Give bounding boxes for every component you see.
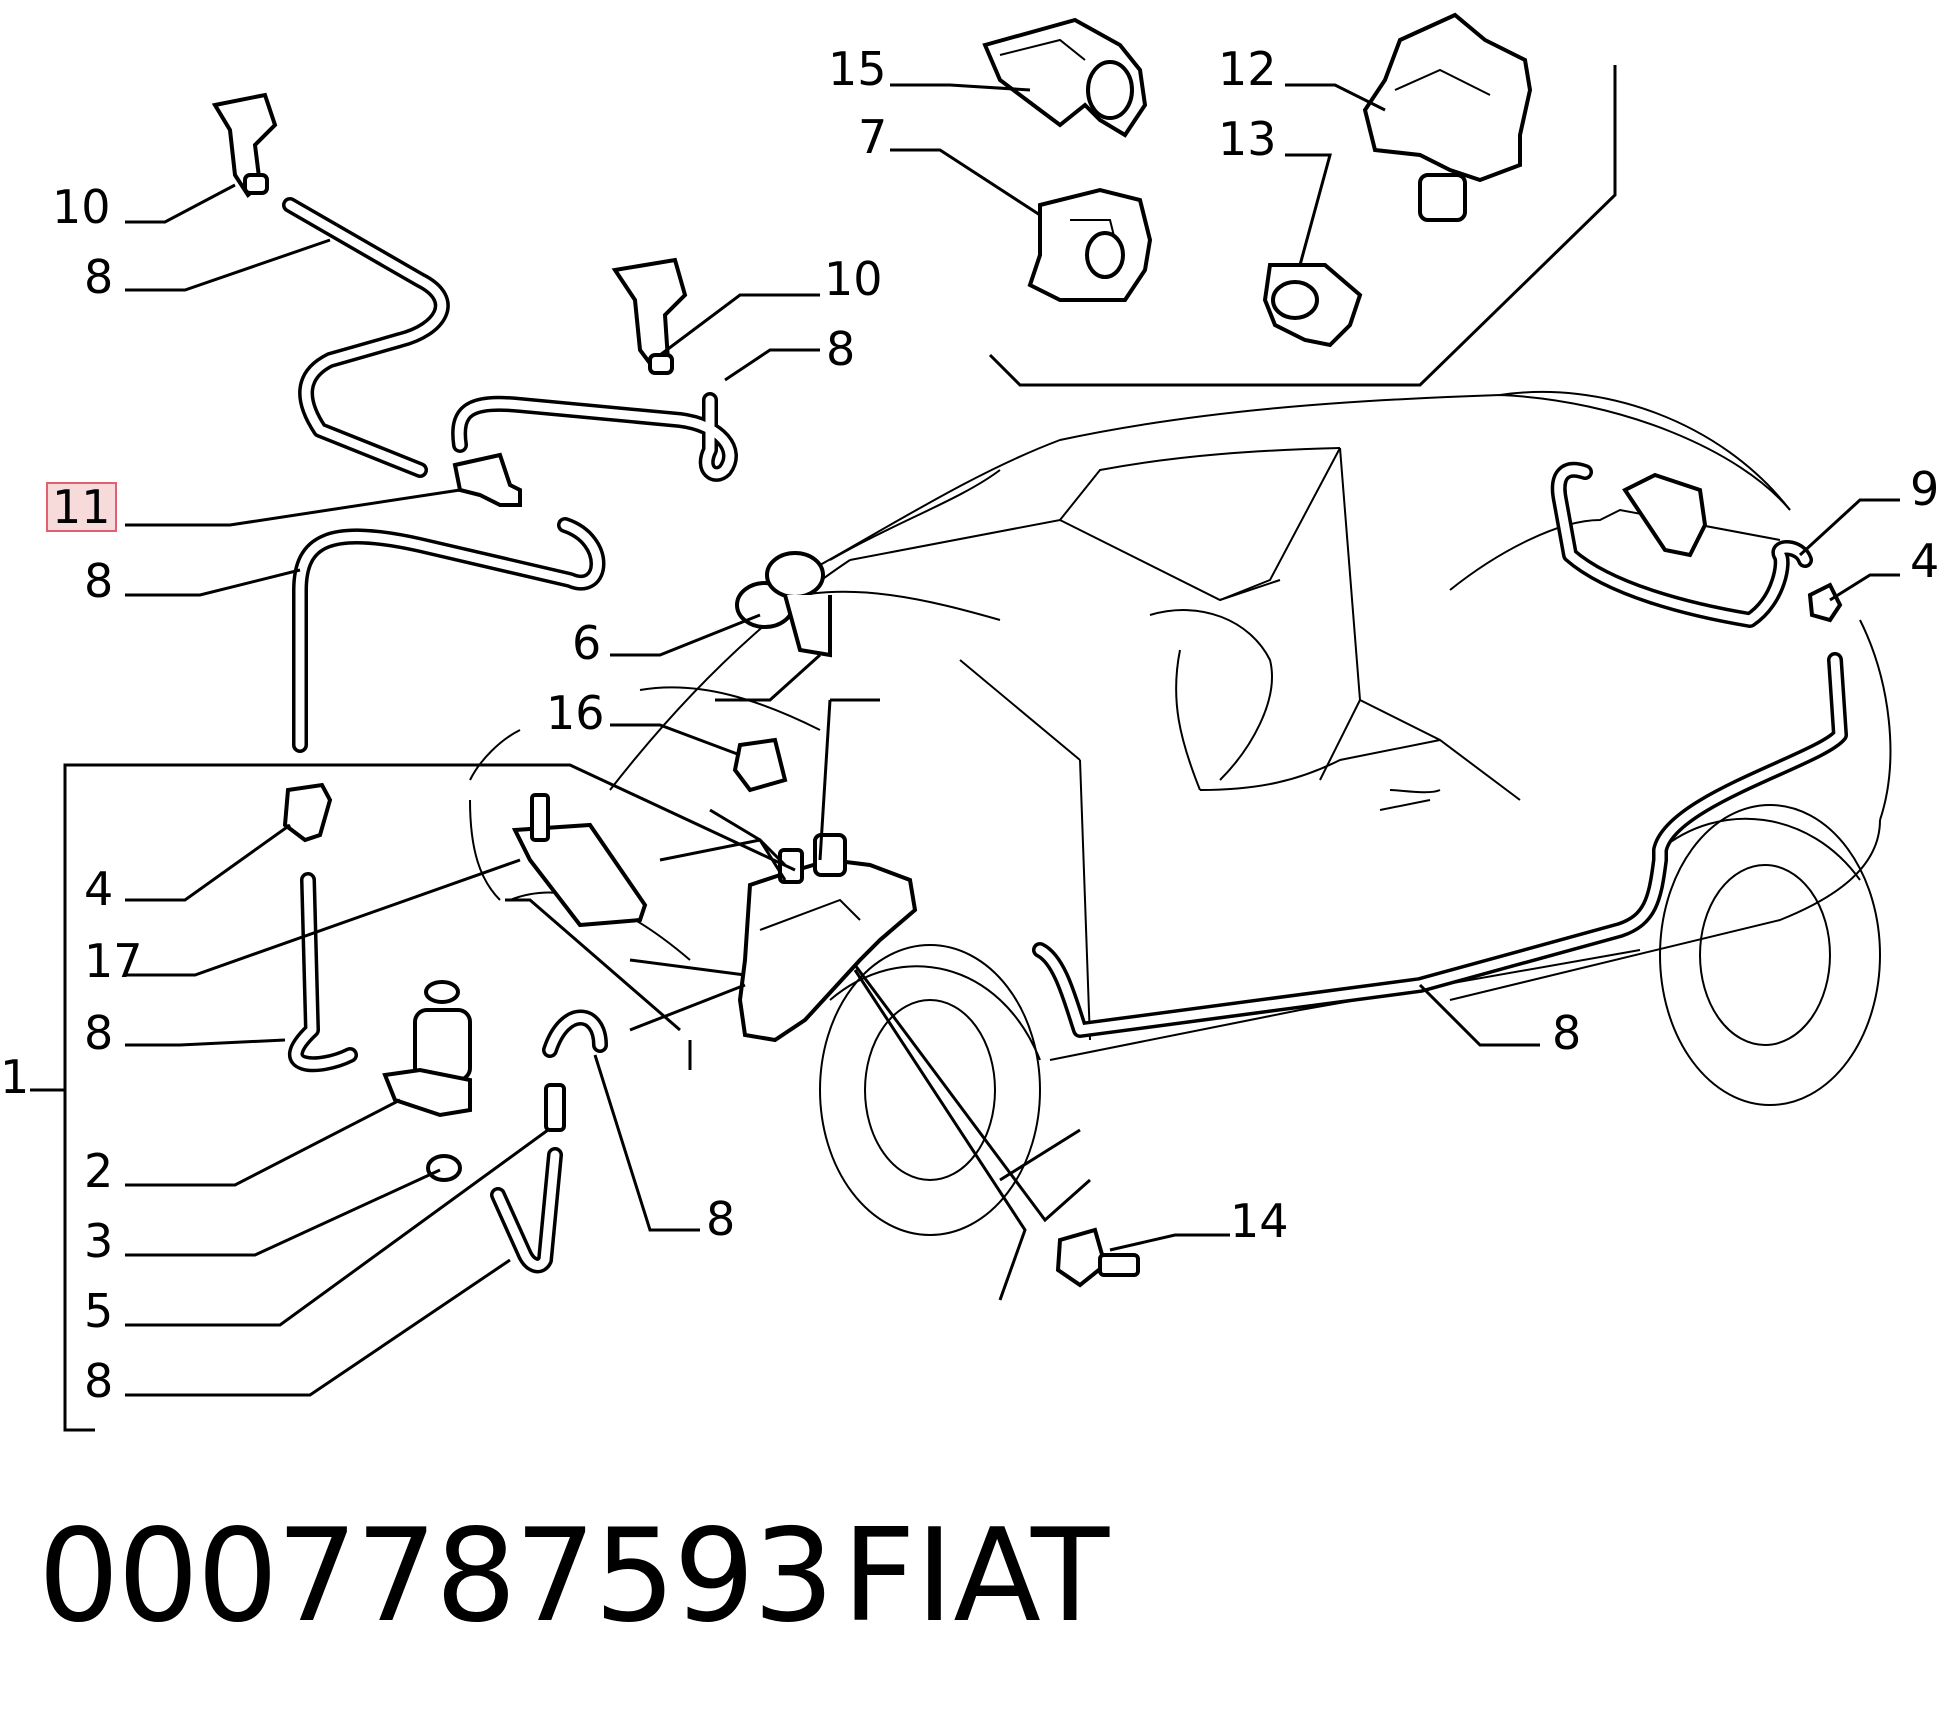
- callout-4-rear: 4: [1910, 534, 1940, 588]
- car-outline: [469, 390, 1892, 1236]
- clip-15: [982, 17, 1148, 138]
- callout-5: 5: [84, 1284, 114, 1338]
- nozzle-right: [611, 257, 688, 375]
- brand-name: FIAT: [842, 1502, 1110, 1651]
- bolt-14: [1055, 1227, 1140, 1288]
- callout-8-left-hose: 8: [84, 1006, 114, 1060]
- callout-10-left: 10: [52, 180, 111, 234]
- callout-8-top-right: 8: [826, 322, 856, 376]
- callout-8-reservoir: 8: [706, 1192, 736, 1246]
- leader-lines: [30, 65, 1900, 1432]
- parts: [211, 12, 1843, 1288]
- callout-14: 14: [1230, 1194, 1289, 1248]
- clip-7: [1027, 187, 1153, 302]
- callout-15: 15: [828, 42, 887, 96]
- callout-1: 1: [0, 1050, 30, 1104]
- part-number: 0007787593: [38, 1502, 834, 1651]
- callout-7: 7: [858, 110, 888, 164]
- callout-8-side: 8: [1552, 1006, 1582, 1060]
- pump-2: [382, 980, 472, 1118]
- callout-9: 9: [1910, 462, 1940, 516]
- callout-3: 3: [84, 1214, 114, 1268]
- grommet-6: [735, 551, 832, 658]
- callout-8-mid-left: 8: [84, 554, 114, 608]
- clip-12: [1362, 12, 1533, 222]
- callout-2: 2: [84, 1144, 114, 1198]
- callout-11-highlighted: 11: [46, 482, 117, 532]
- callout-17: 17: [84, 934, 143, 988]
- callout-4-left: 4: [84, 862, 114, 916]
- bracket-17: [511, 793, 648, 928]
- callout-12: 12: [1218, 42, 1277, 96]
- hoses: [282, 197, 1848, 1274]
- washer-reservoir: [737, 833, 918, 1043]
- nozzle-left: [211, 92, 278, 198]
- callout-10-right: 10: [824, 252, 883, 306]
- grommet-13: [1262, 263, 1363, 348]
- callout-8-bottom-left: 8: [84, 1354, 114, 1408]
- callout-13: 13: [1218, 112, 1277, 166]
- callout-8-top-left: 8: [84, 250, 114, 304]
- callout-6: 6: [572, 616, 602, 670]
- callout-16: 16: [546, 686, 605, 740]
